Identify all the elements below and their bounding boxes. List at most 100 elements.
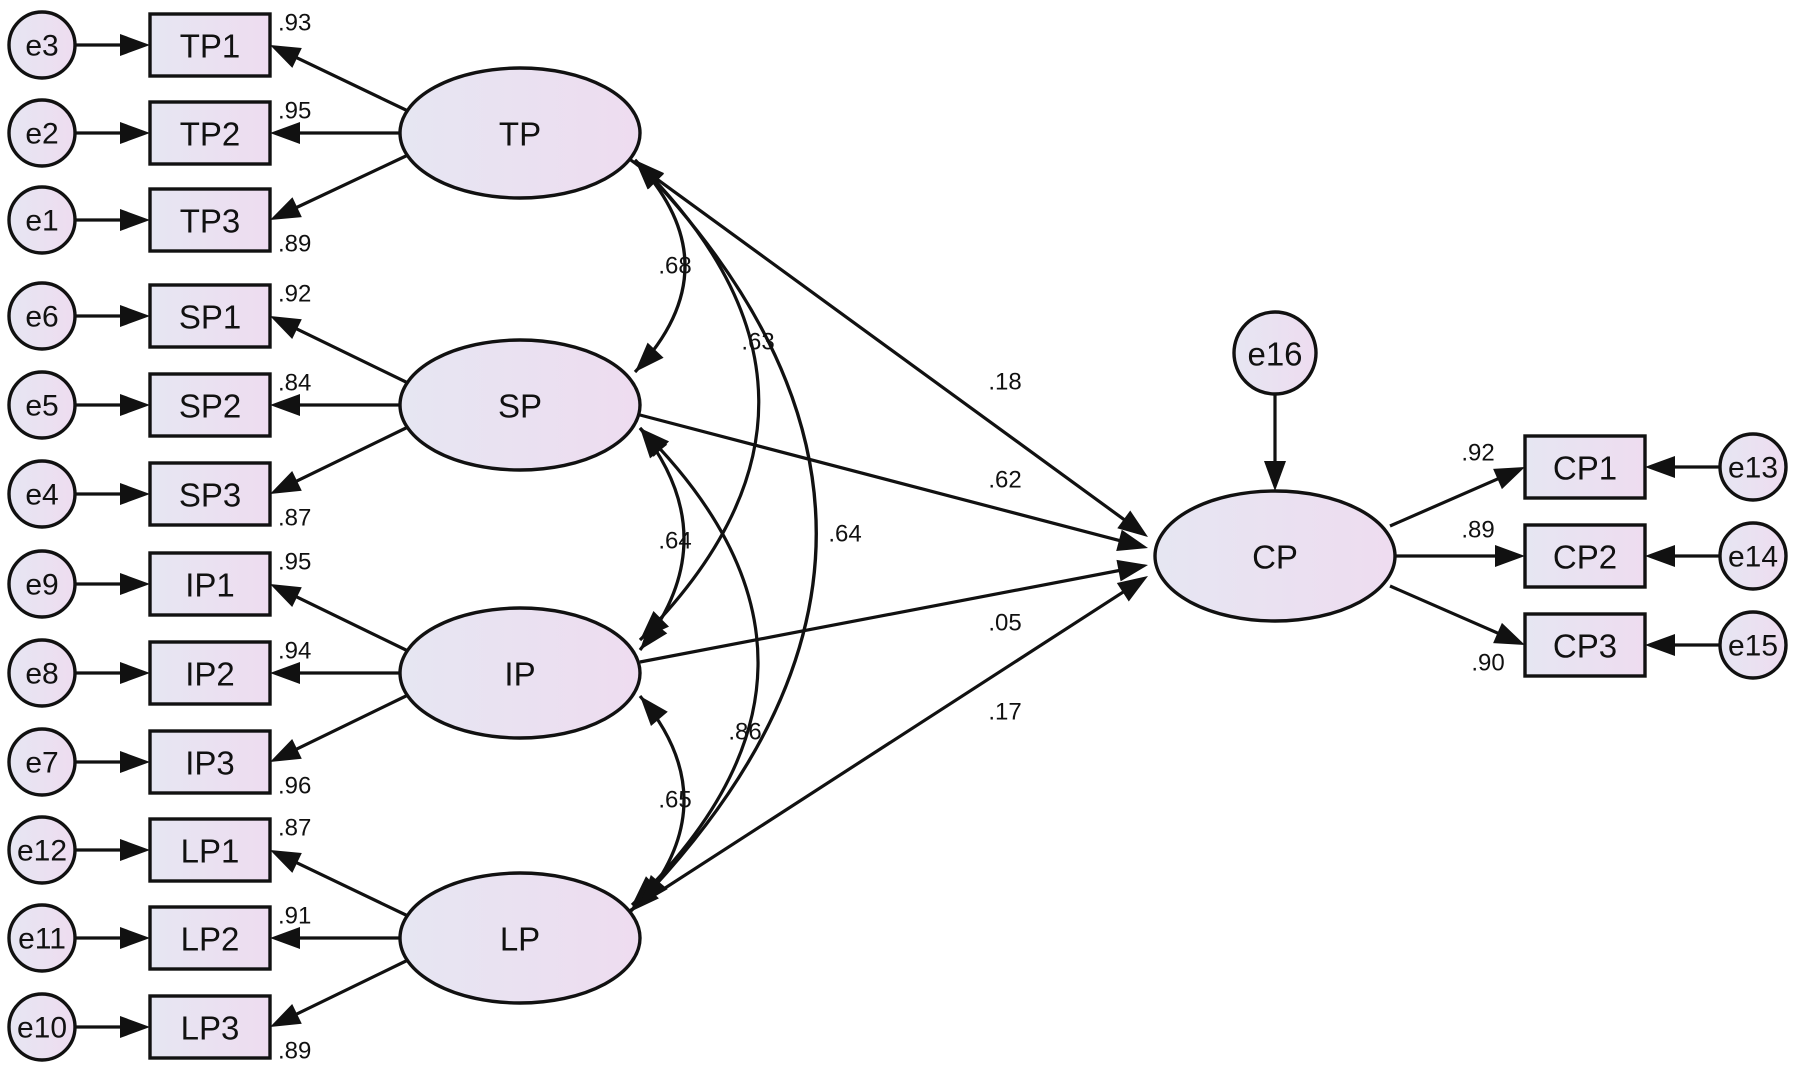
error-circle-e12 — [7, 815, 77, 885]
outcome-cp — [1153, 489, 1397, 623]
indicator-box-sp2 — [148, 372, 272, 438]
latent-lp — [398, 871, 642, 1005]
loading-arrow-lp3 — [289, 958, 409, 1019]
indicator-label-sp1: SP1 — [179, 299, 241, 336]
latent-sp — [398, 338, 642, 472]
error-arrow-cp2-head — [1645, 545, 1675, 567]
disturbance-circle-e16 — [1232, 310, 1318, 396]
path-arrow-lp-cp — [627, 586, 1131, 914]
indicator-box-lp3 — [148, 994, 272, 1060]
latent-ip — [398, 606, 642, 740]
correlation-ip-lp-value: .65 — [658, 787, 691, 814]
error-label-e9: e9 — [25, 569, 58, 602]
latent-label-lp: LP — [500, 921, 540, 958]
loading-value-lp1: .87 — [278, 815, 311, 842]
loading-arrow-sp1-head — [270, 316, 302, 339]
error-arrow-lp1-head — [120, 839, 150, 861]
path-coef-sp-cp: .62 — [988, 467, 1021, 494]
loading-arrow-lp1 — [289, 858, 409, 918]
indicator-label-lp1: LP1 — [181, 833, 240, 870]
loading-arrow-sp2-head — [270, 394, 300, 416]
error-label-e14: e14 — [1728, 541, 1778, 574]
loading-arrow-sp3-head — [270, 471, 302, 494]
error-arrow-tp3-head — [120, 209, 150, 231]
correlation-tp-lp — [628, 158, 818, 914]
error-circle-e14 — [1718, 521, 1788, 591]
error-label-e6: e6 — [25, 301, 58, 334]
correlation-tp-ip-value: .63 — [741, 329, 774, 356]
error-circle-e7 — [7, 727, 77, 797]
error-label-e13: e13 — [1728, 452, 1778, 485]
error-circle-e1 — [7, 185, 77, 255]
loading-value-tp1: .93 — [278, 10, 311, 37]
indicator-box-cp1 — [1523, 434, 1647, 500]
indicator-box-tp3 — [148, 187, 272, 253]
error-label-e4: e4 — [25, 479, 58, 512]
loading-arrow-cp3 — [1389, 584, 1506, 638]
correlation-ip-lp — [638, 694, 686, 907]
loading-value-tp3: .89 — [278, 231, 311, 258]
loading-value-ip2: .94 — [278, 638, 311, 665]
error-circle-e15 — [1718, 610, 1788, 680]
loading-arrow-sp3 — [289, 425, 409, 486]
correlation-ip-lp-head-end — [640, 874, 668, 905]
correlation-tp-lp-head-start — [635, 160, 664, 190]
indicator-box-tp1 — [148, 12, 272, 78]
loading-value-sp3: .87 — [278, 505, 311, 532]
error-arrow-tp1-head — [120, 34, 150, 56]
correlation-ip-lp-head-start — [640, 696, 668, 727]
path-arrow-sp-cp-head — [1116, 529, 1148, 552]
error-label-e10: e10 — [17, 1012, 67, 1045]
loading-arrow-cp2-head — [1495, 545, 1525, 567]
indicator-label-lp2: LP2 — [181, 921, 240, 958]
latent-label-tp: TP — [499, 116, 541, 153]
error-arrow-ip2-head — [120, 662, 150, 684]
loading-arrow-tp1-head — [270, 45, 302, 68]
indicator-box-lp1 — [148, 817, 272, 883]
error-circle-e13 — [1718, 432, 1788, 502]
disturbance-label-e16: e16 — [1247, 336, 1302, 373]
path-coef-ip-cp: .05 — [988, 610, 1021, 637]
indicator-label-cp1: CP1 — [1553, 450, 1617, 487]
error-arrow-sp2-head — [120, 394, 150, 416]
error-label-e8: e8 — [25, 658, 58, 691]
error-arrow-ip3-head — [120, 751, 150, 773]
loading-arrow-ip3-head — [270, 739, 302, 762]
indicator-label-sp3: SP3 — [179, 477, 241, 514]
disturbance-arrow-e16-head — [1264, 461, 1286, 491]
loading-value-cp1: .92 — [1461, 440, 1494, 467]
correlation-sp-ip-head-end — [640, 619, 668, 650]
loading-arrow-lp3-head — [270, 1004, 302, 1027]
error-arrow-cp1-head — [1645, 456, 1675, 478]
loading-value-cp3: .90 — [1471, 650, 1504, 677]
loading-value-ip3: .96 — [278, 773, 311, 800]
path-coef-lp-cp: .17 — [988, 699, 1021, 726]
error-circle-e5 — [7, 370, 77, 440]
error-arrow-ip1-head — [120, 573, 150, 595]
indicator-box-tp2 — [148, 100, 272, 166]
loading-arrow-lp2-head — [270, 927, 300, 949]
indicator-box-sp3 — [148, 461, 272, 527]
indicator-box-ip3 — [148, 729, 272, 795]
error-label-e15: e15 — [1728, 630, 1778, 663]
indicator-box-cp2 — [1523, 523, 1647, 589]
indicator-box-sp1 — [148, 283, 272, 349]
error-circle-e3 — [7, 10, 77, 80]
loading-value-sp1: .92 — [278, 281, 311, 308]
error-circle-e9 — [7, 549, 77, 619]
outcome-label-cp: CP — [1252, 539, 1298, 576]
correlation-sp-ip-value: .64 — [658, 528, 691, 555]
indicator-label-sp2: SP2 — [179, 388, 241, 425]
indicator-label-ip1: IP1 — [185, 567, 235, 604]
loading-arrow-cp1-head — [1493, 467, 1525, 490]
error-arrow-sp3-head — [120, 483, 150, 505]
indicator-label-cp3: CP3 — [1553, 628, 1617, 665]
correlation-sp-ip — [638, 427, 686, 651]
loading-value-lp2: .91 — [278, 903, 311, 930]
loading-arrow-cp3-head — [1493, 622, 1525, 645]
indicator-label-tp1: TP1 — [180, 28, 241, 65]
error-label-e7: e7 — [25, 747, 58, 780]
path-arrow-tp-cp-head — [1117, 510, 1148, 537]
loading-arrow-tp2-head — [270, 122, 300, 144]
